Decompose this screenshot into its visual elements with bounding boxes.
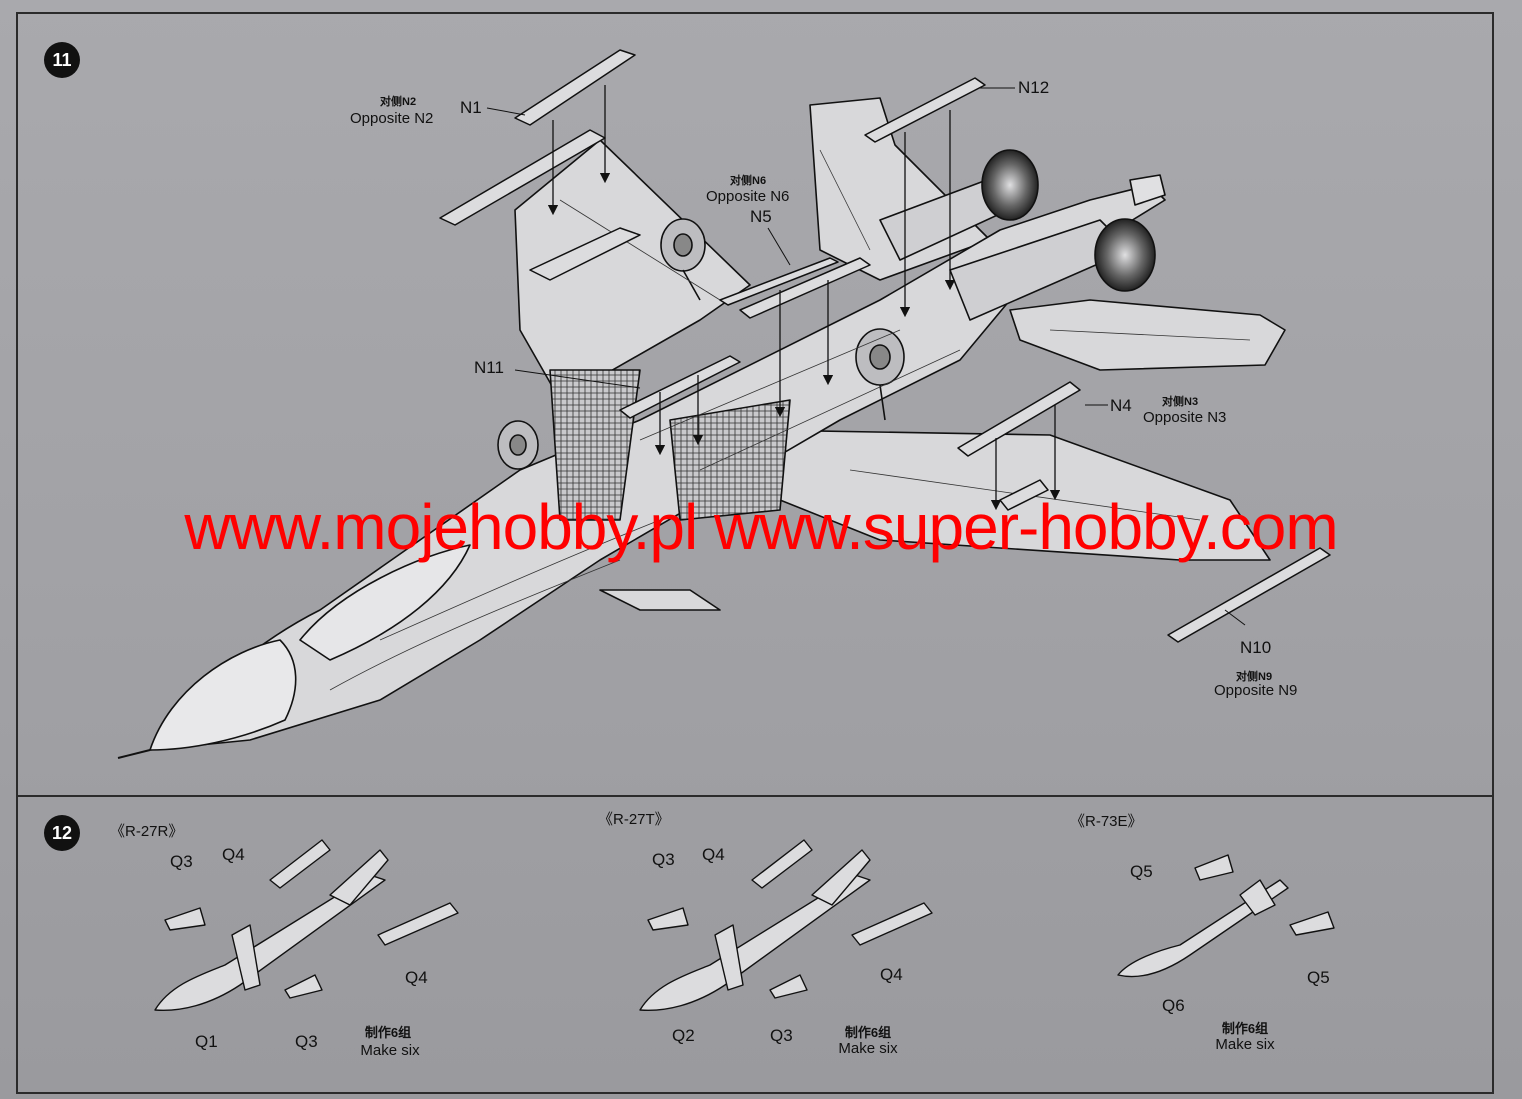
label-n6-en: Opposite N6 — [706, 188, 790, 205]
r27t-title: 《R-27T》 — [598, 811, 670, 828]
r27r-part-q4-right: Q4 — [405, 968, 428, 987]
r27r-note-cn: 制作6组 — [364, 1025, 412, 1040]
r27r-missile — [154, 839, 459, 1012]
rail-n6 — [719, 257, 839, 306]
label-n4: N4 — [1110, 396, 1132, 415]
step-11-badge: 11 — [44, 42, 80, 78]
r27t-missile — [639, 839, 933, 1012]
step-divider — [16, 795, 1492, 797]
r27t-part-q2: Q2 — [672, 1026, 695, 1045]
r73e-part-q5-top: Q5 — [1130, 862, 1153, 881]
r27t-note-cn: 制作6组 — [844, 1025, 892, 1040]
r27t-note-en: Make six — [838, 1040, 898, 1057]
step-12-badge: 12 — [44, 815, 80, 851]
label-n2-en: Opposite N2 — [350, 110, 434, 127]
r27r-part-q3-bottom: Q3 — [295, 1032, 318, 1051]
label-n3-en: Opposite N3 — [1143, 409, 1227, 426]
weapon-rails — [439, 49, 1331, 643]
r73e-part-q5-right: Q5 — [1307, 968, 1330, 987]
watermark-text: www.mojehobby.pl www.super-hobby.com — [184, 491, 1338, 563]
r27t-part-q3-top: Q3 — [652, 850, 675, 869]
r27r-part-q4-top: Q4 — [222, 845, 245, 864]
r27r-title: 《R-27R》 — [110, 823, 184, 840]
rail-n10 — [1167, 547, 1331, 643]
r27t-part-q3-bottom: Q3 — [770, 1026, 793, 1045]
su-30-aircraft — [117, 97, 1286, 759]
label-n5: N5 — [750, 207, 772, 226]
label-n3-cn: 对侧N3 — [1162, 396, 1199, 408]
rail-n4 — [957, 381, 1081, 457]
r73e-missile — [1117, 854, 1335, 978]
r27r-note-en: Make six — [360, 1042, 420, 1059]
left-intake — [549, 369, 641, 521]
rail-n12 — [864, 77, 986, 143]
rail-pylon-left — [529, 227, 641, 281]
r73e-part-q6: Q6 — [1162, 996, 1185, 1015]
label-n12: N12 — [1018, 78, 1050, 97]
right-nozzle — [1094, 218, 1156, 292]
missiles — [154, 839, 1335, 1012]
rail-n1 — [514, 49, 636, 126]
left-nozzle — [981, 149, 1039, 221]
label-n1: N1 — [460, 98, 482, 117]
r27t-part-q4-right: Q4 — [880, 965, 903, 984]
label-n11: N11 — [474, 358, 504, 377]
page-frame — [16, 12, 1494, 1094]
r73e-note-en: Make six — [1215, 1036, 1275, 1053]
canopy — [299, 544, 471, 661]
r27t-part-q4-top: Q4 — [702, 845, 725, 864]
rail-n5 — [739, 257, 871, 319]
label-n10: N10 — [1240, 638, 1272, 657]
right-intake — [669, 399, 791, 521]
r73e-title: 《R-73E》 — [1070, 813, 1143, 830]
label-n6-cn: 对侧N6 — [730, 175, 767, 187]
r27r-part-q1: Q1 — [195, 1032, 218, 1051]
nose-cone — [149, 639, 297, 751]
label-n9-en: Opposite N9 — [1214, 682, 1298, 699]
label-n2-cn: 对侧N2 — [380, 96, 417, 108]
label-n9-cn: 对侧N9 — [1236, 671, 1273, 683]
rail-n11 — [619, 355, 741, 419]
r73e-note-cn: 制作6组 — [1221, 1021, 1269, 1036]
r27r-part-q3-left: Q3 — [170, 852, 193, 871]
